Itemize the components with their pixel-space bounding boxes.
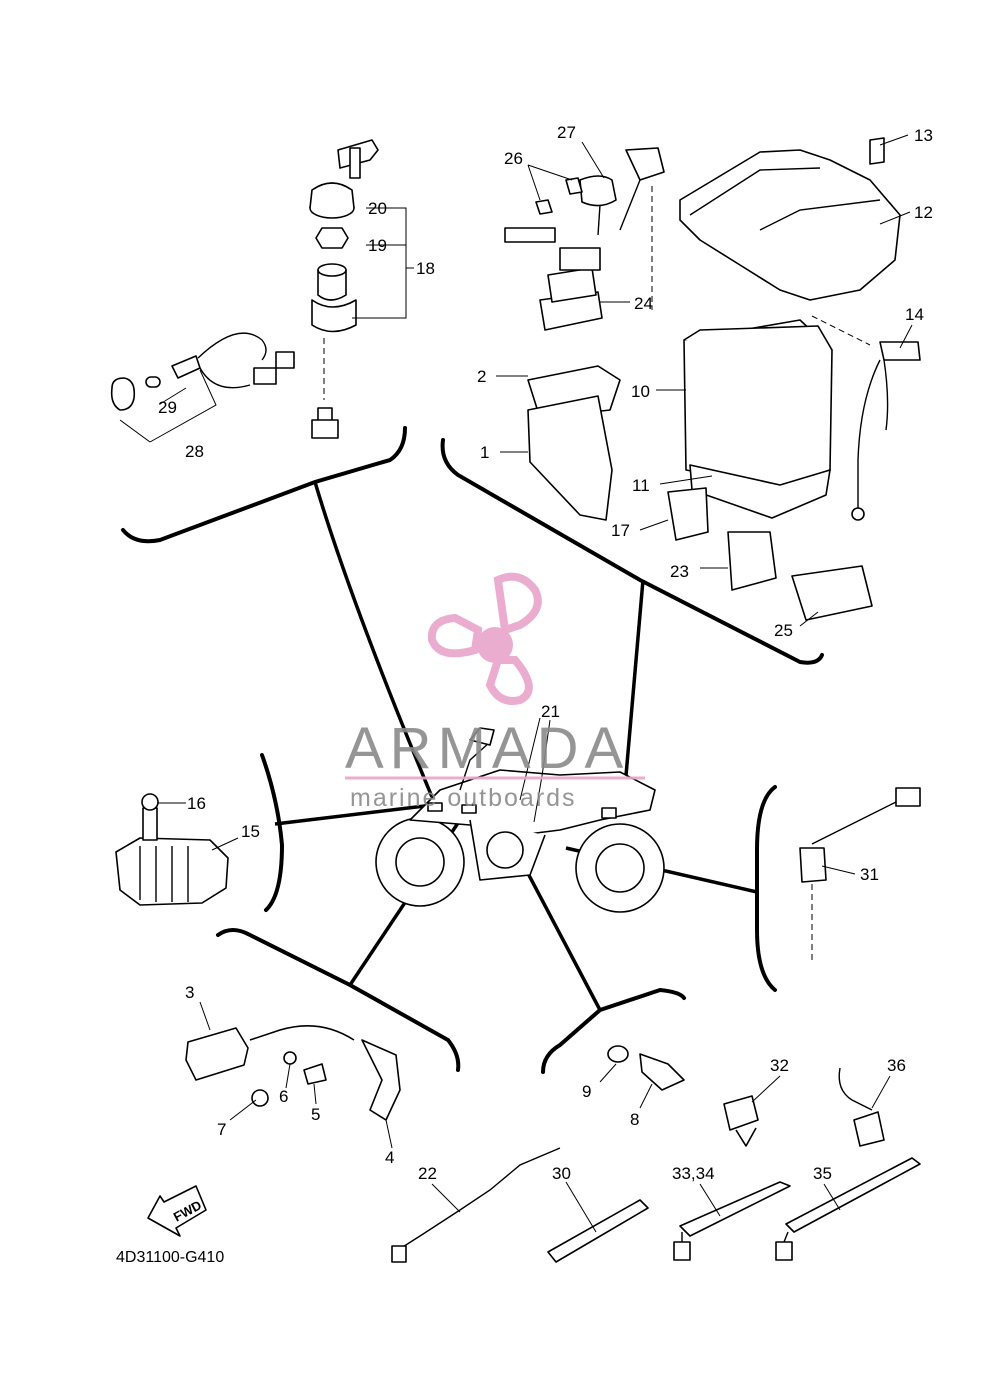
fwd-arrow: FWD (147, 1185, 207, 1237)
callout-8: 8 (630, 1110, 639, 1129)
callout-28: 28 (185, 442, 204, 461)
callout-33-34: 33,34 (672, 1164, 715, 1183)
callout-26: 26 (504, 149, 523, 168)
atv-illustration (375, 719, 665, 913)
clamp-36 (838, 1067, 885, 1147)
callout-6: 6 (279, 1087, 288, 1106)
neutral-switch-31 (799, 787, 921, 960)
callout-36: 36 (887, 1056, 906, 1075)
callout-2: 2 (477, 367, 486, 386)
callout-1: 1 (480, 443, 489, 462)
callout-35: 35 (813, 1164, 832, 1183)
callout-4: 4 (385, 1148, 394, 1167)
callout-17: 17 (611, 521, 630, 540)
starter-relay-assembly (504, 147, 665, 331)
ignition-coil-assembly (185, 1024, 401, 1121)
callout-23: 23 (670, 562, 689, 581)
band-30 (547, 1199, 649, 1263)
band-33-34 (673, 1181, 791, 1261)
callout-22: 22 (418, 1164, 437, 1183)
main-switch-assembly (309, 139, 379, 439)
callout-labels: 1 2 3 4 5 6 7 8 9 10 11 12 13 14 15 16 1… (158, 123, 933, 1183)
callout-24: 24 (634, 294, 653, 313)
battery-band-12 (679, 137, 901, 301)
callout-20: 20 (368, 199, 387, 218)
callout-3: 3 (185, 983, 194, 1002)
callout-19: 19 (368, 236, 387, 255)
clamp-32 (723, 1095, 759, 1147)
rectifier-regulator (115, 793, 229, 906)
callout-14: 14 (905, 305, 924, 324)
watermark-tagline: marine outboards (350, 784, 577, 812)
callout-32: 32 (770, 1056, 789, 1075)
callout-9: 9 (582, 1082, 591, 1101)
watermark-brand: ARMADA (345, 716, 629, 781)
callout-12: 12 (914, 203, 933, 222)
watermark: ARMADA marine outboards (345, 572, 645, 812)
wire-lead-28 (110, 332, 295, 411)
callout-31: 31 (860, 865, 879, 884)
band-35 (775, 1157, 921, 1261)
callout-11: 11 (632, 476, 650, 495)
callout-18: 18 (416, 259, 435, 278)
callout-25: 25 (774, 621, 793, 640)
wire-harness-22 (391, 1147, 561, 1263)
callout-5: 5 (311, 1105, 320, 1124)
diagram-code: 4D31100-G410 (116, 1249, 224, 1266)
battery-assembly (683, 315, 921, 521)
sender-unit-8-9 (607, 1045, 685, 1091)
callout-30: 30 (552, 1164, 571, 1183)
callout-13: 13 (914, 126, 933, 145)
callout-10: 10 (631, 382, 650, 401)
callout-21: 21 (541, 702, 560, 721)
leader-lines (119, 134, 913, 1233)
small-relays (667, 487, 873, 621)
callout-27: 27 (557, 123, 576, 142)
propeller-logo (427, 572, 542, 705)
callout-15: 15 (241, 822, 260, 841)
callout-16: 16 (187, 794, 206, 813)
cdi-ecu-parts (527, 365, 621, 521)
callout-7: 7 (217, 1120, 226, 1139)
callout-29: 29 (158, 398, 177, 417)
